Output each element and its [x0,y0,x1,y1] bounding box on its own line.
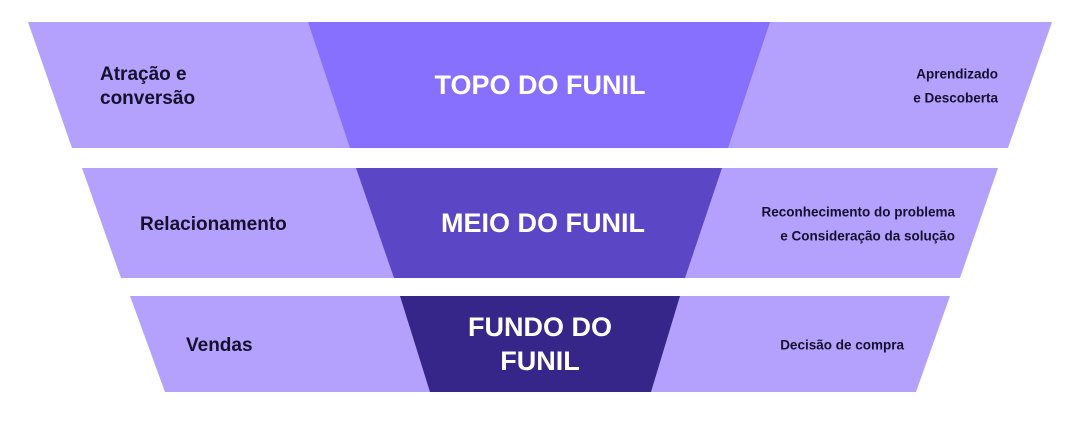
stage-center-meio [356,168,722,278]
stage-goal-label-meio: Relacionamento [140,214,287,235]
stage-goal-label-topo: Atração e conversão [100,64,195,109]
stage-title-fundo: FUNDO DO FUNIL [468,312,612,376]
stage-journey-label-meio-line: Reconhecimento do problema [761,205,955,220]
stage-center-topo [308,22,770,148]
stage-journey-label-fundo-line: Decisão de compra [780,338,904,353]
stage-journey-label-topo: Aprendizado e Descoberta [913,67,998,106]
stage-title-meio: MEIO DO FUNIL [441,208,645,238]
stage-journey-label-topo-line: e Descoberta [913,91,998,106]
stage-goal-label-topo-line: conversão [100,88,195,109]
stage-goal-label-fundo: Vendas [186,335,253,356]
funnel-stage-fundo: Vendas FUNDO DO FUNIL Decisão de compra [130,296,950,392]
stage-goal-label-topo-line: Atração e [100,64,187,85]
stage-journey-label-topo-line: Aprendizado [916,67,998,82]
funnel-stage-meio: Relacionamento MEIO DO FUNIL Reconheciment… [82,168,998,278]
stage-title-meio-line: MEIO DO FUNIL [441,208,645,238]
stage-journey-label-meio-line: e Consideração da solução [780,229,955,244]
stage-goal-label-fundo-line: Vendas [186,335,253,356]
funnel-stage-topo: Atração e conversão TOPO DO FUNIL Aprendiza… [28,22,1052,148]
stage-center-fundo [400,296,680,392]
stage-title-topo-line: TOPO DO FUNIL [434,70,645,100]
stage-journey-label-meio: Reconhecimento do problema e Consideração… [761,205,955,244]
stage-title-fundo-line: FUNIL [500,346,579,376]
stage-goal-label-meio-line: Relacionamento [140,214,287,235]
stage-title-topo: TOPO DO FUNIL [434,70,645,100]
stage-title-fundo-line: FUNDO DO [468,312,612,342]
stage-journey-label-fundo: Decisão de compra [780,338,904,353]
